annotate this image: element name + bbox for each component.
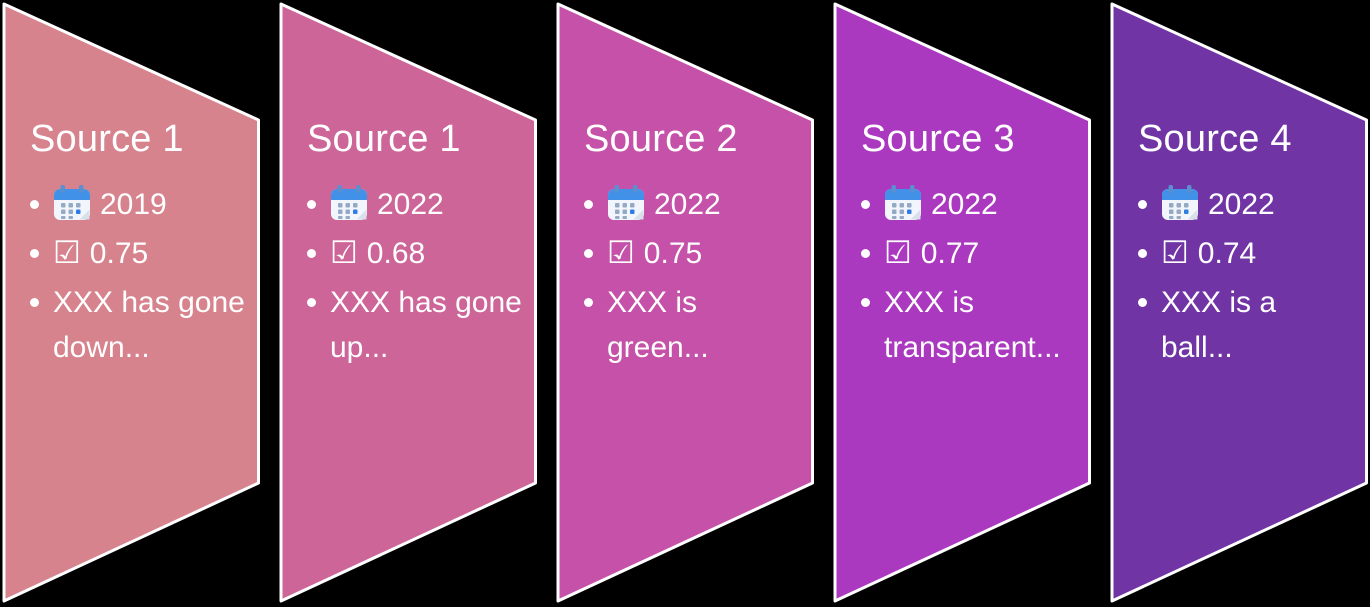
- panel-source-1a: Source 1 2019 ☑0.75 XXX has gone down...: [2, 0, 261, 607]
- note-text: XXX is green...: [607, 285, 709, 364]
- bullet-note: XXX has gone down...: [30, 280, 247, 370]
- bullet-score: ☑0.75: [584, 231, 801, 276]
- panel-content: Source 4 2022 ☑0.74 XXX is a ball...: [1110, 0, 1369, 374]
- panel-source-2: Source 2 2022 ☑0.75 XXX is green...: [556, 0, 815, 607]
- score-value: 0.77: [920, 236, 980, 270]
- note-text: XXX is transparent...: [884, 285, 1061, 364]
- bullet-score: ☑0.75: [30, 231, 247, 276]
- bullet-dot-icon: [30, 248, 39, 258]
- year-value: 2022: [931, 187, 998, 221]
- bullet-score: ☑0.68: [307, 231, 524, 276]
- bullet-year: 2019: [30, 182, 247, 227]
- bullet-note: XXX has gone up...: [307, 280, 524, 370]
- score-value: 0.74: [1197, 236, 1257, 270]
- calendar-icon: [331, 184, 367, 220]
- checkbox-icon: ☑: [330, 234, 358, 271]
- calendar-icon: [608, 184, 644, 220]
- panel-content: Source 2 2022 ☑0.75 XXX is green...: [556, 0, 815, 374]
- bullet-dot-icon: [30, 199, 39, 209]
- year-value: 2022: [1208, 187, 1275, 221]
- bullet-dot-icon: [861, 199, 870, 209]
- panel-title: Source 2: [584, 118, 738, 160]
- bullet-dot-icon: [307, 297, 316, 307]
- checkbox-icon: ☑: [884, 234, 912, 271]
- bullet-list: 2022 ☑0.68 XXX has gone up...: [307, 182, 524, 370]
- bullet-year: 2022: [861, 182, 1078, 227]
- bullet-dot-icon: [584, 297, 593, 307]
- bullet-year: 2022: [1138, 182, 1355, 227]
- bullet-dot-icon: [861, 248, 870, 258]
- panel-title: Source 3: [861, 118, 1015, 160]
- bullet-note: XXX is green...: [584, 280, 801, 370]
- bullet-list: 2019 ☑0.75 XXX has gone down...: [30, 182, 247, 370]
- panel-content: Source 1 2022 ☑0.68 XXX has gone up...: [279, 0, 538, 374]
- panel-source-3: Source 3 2022 ☑0.77 XXX is transparent..…: [833, 0, 1092, 607]
- bullet-list: 2022 ☑0.77 XXX is transparent...: [861, 182, 1078, 370]
- bullet-dot-icon: [30, 297, 39, 307]
- note-text: XXX has gone down...: [53, 285, 245, 364]
- panel-shape: [556, 2, 814, 603]
- panel-source-1b: Source 1 2022 ☑0.68 XXX has gone up...: [279, 0, 538, 607]
- bullet-note: XXX is a ball...: [1138, 280, 1355, 370]
- checkbox-icon: ☑: [1161, 234, 1189, 271]
- calendar-icon: [885, 184, 921, 220]
- panel-shape: [833, 2, 1091, 603]
- panel-title: Source 1: [307, 118, 461, 160]
- panel-shape: [1110, 2, 1368, 603]
- bullet-dot-icon: [1138, 297, 1147, 307]
- bullet-score: ☑0.74: [1138, 231, 1355, 276]
- bullet-score: ☑0.77: [861, 231, 1078, 276]
- bullet-note: XXX is transparent...: [861, 280, 1078, 370]
- bullet-dot-icon: [307, 199, 316, 209]
- score-value: 0.75: [89, 236, 149, 270]
- panel-title: Source 1: [30, 118, 184, 160]
- panel-source-4: Source 4 2022 ☑0.74 XXX is a ball...: [1110, 0, 1369, 607]
- bullet-year: 2022: [307, 182, 524, 227]
- calendar-icon: [54, 184, 90, 220]
- panel-title: Source 4: [1138, 118, 1292, 160]
- panel-content: Source 1 2019 ☑0.75 XXX has gone down...: [2, 0, 261, 374]
- year-value: 2022: [654, 187, 721, 221]
- panel-content: Source 3 2022 ☑0.77 XXX is transparent..…: [833, 0, 1092, 374]
- bullet-dot-icon: [307, 248, 316, 258]
- checkbox-icon: ☑: [607, 234, 635, 271]
- score-value: 0.68: [366, 236, 426, 270]
- year-value: 2019: [100, 187, 167, 221]
- bullet-list: 2022 ☑0.74 XXX is a ball...: [1138, 182, 1355, 370]
- note-text: XXX has gone up...: [330, 285, 522, 364]
- calendar-icon: [1162, 184, 1198, 220]
- note-text: XXX is a ball...: [1161, 285, 1277, 364]
- bullet-dot-icon: [584, 248, 593, 258]
- year-value: 2022: [377, 187, 444, 221]
- bullet-year: 2022: [584, 182, 801, 227]
- score-value: 0.75: [643, 236, 703, 270]
- bullet-dot-icon: [1138, 248, 1147, 258]
- checkbox-icon: ☑: [53, 234, 81, 271]
- bullet-dot-icon: [1138, 199, 1147, 209]
- bullet-list: 2022 ☑0.75 XXX is green...: [584, 182, 801, 370]
- bullet-dot-icon: [861, 297, 870, 307]
- bullet-dot-icon: [584, 199, 593, 209]
- panel-shape: [279, 2, 537, 603]
- panel-shape: [2, 2, 260, 603]
